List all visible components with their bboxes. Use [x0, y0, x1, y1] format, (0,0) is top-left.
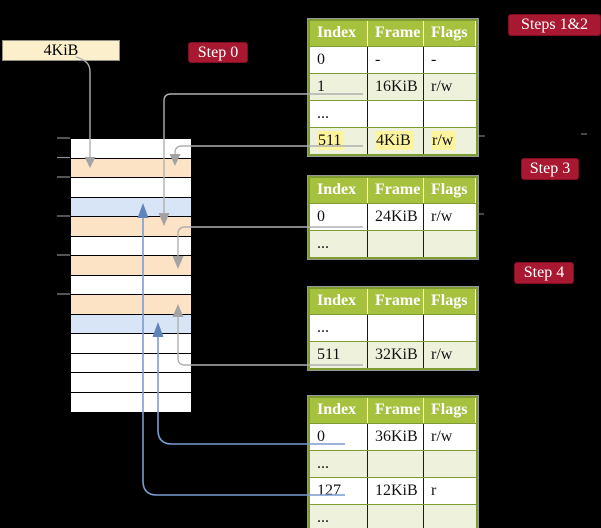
- header-cell-flags: Flags: [424, 398, 476, 423]
- table-cell: r/w: [424, 342, 476, 368]
- highlighted-value: 4KiB: [375, 131, 414, 150]
- table-cell: 1: [310, 74, 368, 100]
- table-cell: [424, 505, 476, 528]
- table-cell: r/w: [424, 128, 476, 154]
- table-cell: 511: [310, 342, 368, 368]
- header-cell-frame: Frame: [368, 178, 424, 203]
- table-cell: 24KiB: [368, 204, 424, 230]
- memory-frame-row-7: [71, 275, 191, 295]
- table-row: ...: [310, 504, 476, 528]
- memory-frame-row-0: [71, 139, 191, 159]
- memory-frame-row-6: [71, 256, 191, 276]
- table-cell: [424, 231, 476, 257]
- table-cell: 36KiB: [368, 424, 424, 450]
- memory-frame-row-3: [71, 197, 191, 217]
- table-cell: ...: [310, 231, 368, 257]
- frame-size-box: 4KiB: [2, 40, 120, 61]
- table-cell: 12KiB: [368, 478, 424, 504]
- header-cell-frame: Frame: [368, 21, 424, 46]
- table-cell: ...: [310, 505, 368, 528]
- table-cell: r/w: [431, 428, 453, 445]
- memory-frame-row-13: [71, 392, 191, 412]
- table-row: ...: [310, 100, 476, 127]
- memory-frame-row-10: [71, 334, 191, 354]
- table-cell: r/w: [431, 208, 453, 225]
- memory-frame-row-12: [71, 373, 191, 393]
- frame-size-label: 4KiB: [43, 42, 79, 59]
- table-row: ...: [310, 314, 476, 341]
- table-cell: -: [431, 51, 437, 68]
- table-cell: 16KiB: [368, 74, 424, 100]
- header-cell-frame: Frame: [368, 289, 424, 314]
- table-row: ...: [310, 450, 476, 477]
- memory-frame-row-4: [71, 217, 191, 237]
- table-cell: 32KiB: [368, 342, 424, 368]
- header-cell-index: Index: [310, 289, 368, 314]
- table-cell: [368, 101, 424, 127]
- memory-frame-row-5: [71, 236, 191, 256]
- memory-tick-marks: [57, 137, 70, 295]
- highlighted-value: 511: [317, 131, 345, 150]
- table-cell: [368, 505, 424, 528]
- memory-frame-row-2: [71, 178, 191, 198]
- table-cell: r/w: [424, 74, 476, 100]
- badge-step-4: Step 4: [514, 262, 574, 284]
- table-cell: [368, 451, 424, 477]
- table-cell: 4KiB: [368, 128, 424, 154]
- table-cell: 0: [310, 47, 368, 73]
- table-cell: 127: [310, 478, 368, 504]
- table-cell: ...: [310, 315, 368, 341]
- header-cell-frame: Frame: [368, 398, 424, 423]
- badge-step-0: Step 0: [188, 42, 248, 63]
- table-cell: [368, 315, 424, 341]
- table-cell: [424, 451, 476, 477]
- table-cell: 0: [310, 424, 368, 450]
- table-cell: ...: [310, 101, 368, 127]
- table-cell: [368, 231, 424, 257]
- header-cell-index: Index: [310, 178, 368, 203]
- badge-step-3: Step 3: [521, 158, 579, 180]
- table-cell: [424, 315, 476, 341]
- table-row: 0--: [310, 46, 476, 73]
- table-row: ...: [310, 230, 476, 257]
- table-cell: [424, 101, 476, 127]
- badge-steps-1-2: Steps 1&2: [508, 14, 601, 36]
- table-cell: ...: [310, 451, 368, 477]
- header-cell-index: Index: [310, 21, 368, 46]
- table-cell: r: [431, 482, 437, 499]
- memory-column: [70, 138, 192, 413]
- header-cell-flags: Flags: [424, 289, 476, 314]
- memory-frame-row-1: [71, 158, 191, 178]
- memory-frame-row-11: [71, 353, 191, 373]
- memory-frame-row-8: [71, 295, 191, 315]
- header-cell-flags: Flags: [424, 178, 476, 203]
- header-cell-flags: Flags: [424, 21, 476, 46]
- table-row: 511 4KiB r/w: [310, 127, 476, 154]
- memory-frame-row-9: [71, 314, 191, 334]
- highlighted-value: r/w: [431, 131, 457, 150]
- header-cell-index: Index: [310, 398, 368, 423]
- table-cell: 0: [310, 204, 368, 230]
- table-cell: 511: [310, 128, 368, 154]
- table-cell: -: [368, 47, 424, 73]
